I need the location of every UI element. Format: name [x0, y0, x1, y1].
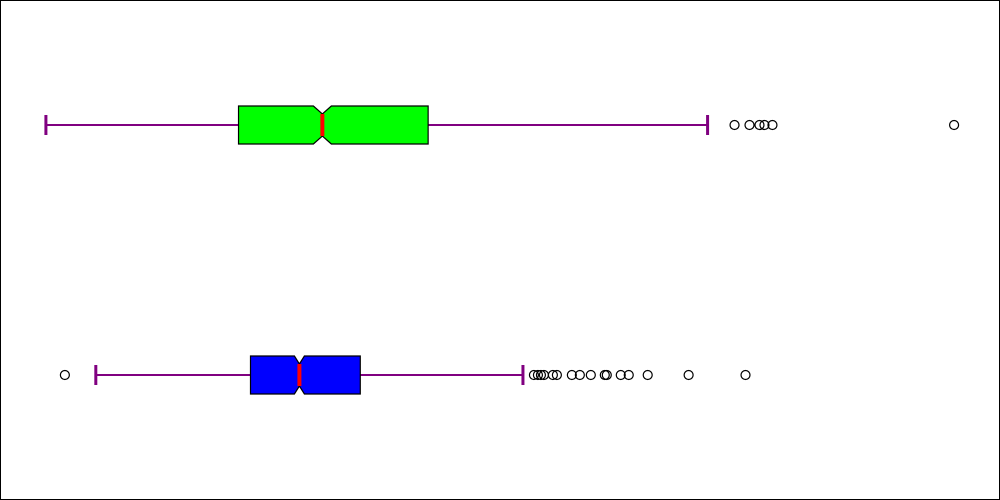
outlier-point: [615, 369, 626, 381]
outlier-point: [532, 369, 544, 381]
notched-box: [249, 355, 361, 395]
outlier-point: [767, 119, 778, 131]
outlier-point: [642, 369, 653, 381]
outlier-point: [729, 119, 740, 131]
outlier-point: [948, 119, 960, 131]
outlier-point: [547, 369, 558, 381]
outlier-point: [528, 369, 540, 381]
outlier-point: [759, 119, 770, 131]
outlier-point: [599, 369, 610, 381]
outlier-point: [601, 369, 612, 381]
outlier-point: [623, 369, 634, 381]
notched-box: [237, 105, 429, 145]
outlier-point: [59, 369, 70, 381]
outlier-point: [574, 369, 585, 381]
outlier-point: [566, 369, 577, 381]
outlier-point: [551, 369, 562, 381]
outlier-point: [683, 369, 694, 381]
outlier-point: [535, 369, 547, 381]
outlier-point: [754, 119, 765, 131]
outlier-point: [585, 369, 596, 381]
outlier-point: [744, 119, 755, 131]
outlier-point: [740, 369, 751, 381]
